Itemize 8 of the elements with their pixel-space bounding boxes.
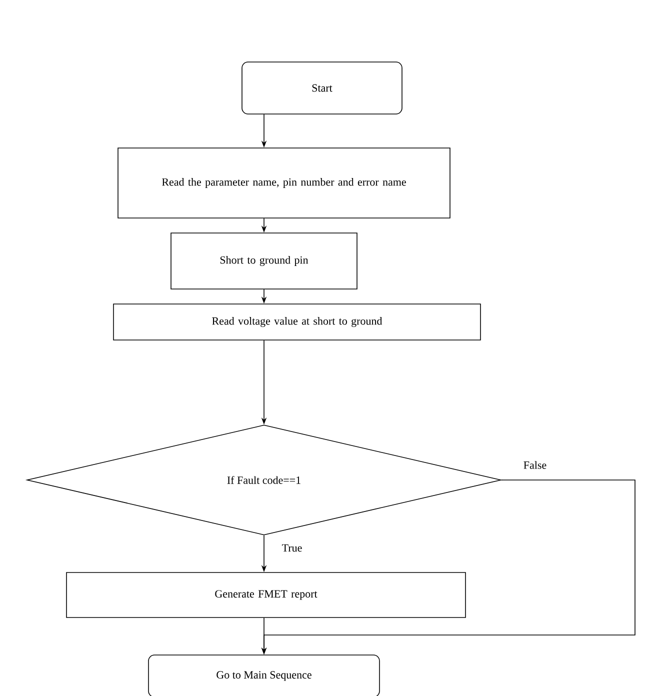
terminal-box: Go to Main Sequence — [148, 654, 380, 696]
process-box: Generate FMET report — [66, 572, 466, 618]
terminal-box: Start — [242, 62, 402, 114]
edge-label: True — [280, 543, 304, 553]
process-box: Read voltage value at short to ground — [113, 304, 481, 340]
process-box: Short to ground pin — [170, 232, 358, 290]
edge-label: False — [522, 460, 548, 470]
process-box: Read the parameter name, pin number and error name — [118, 148, 450, 218]
